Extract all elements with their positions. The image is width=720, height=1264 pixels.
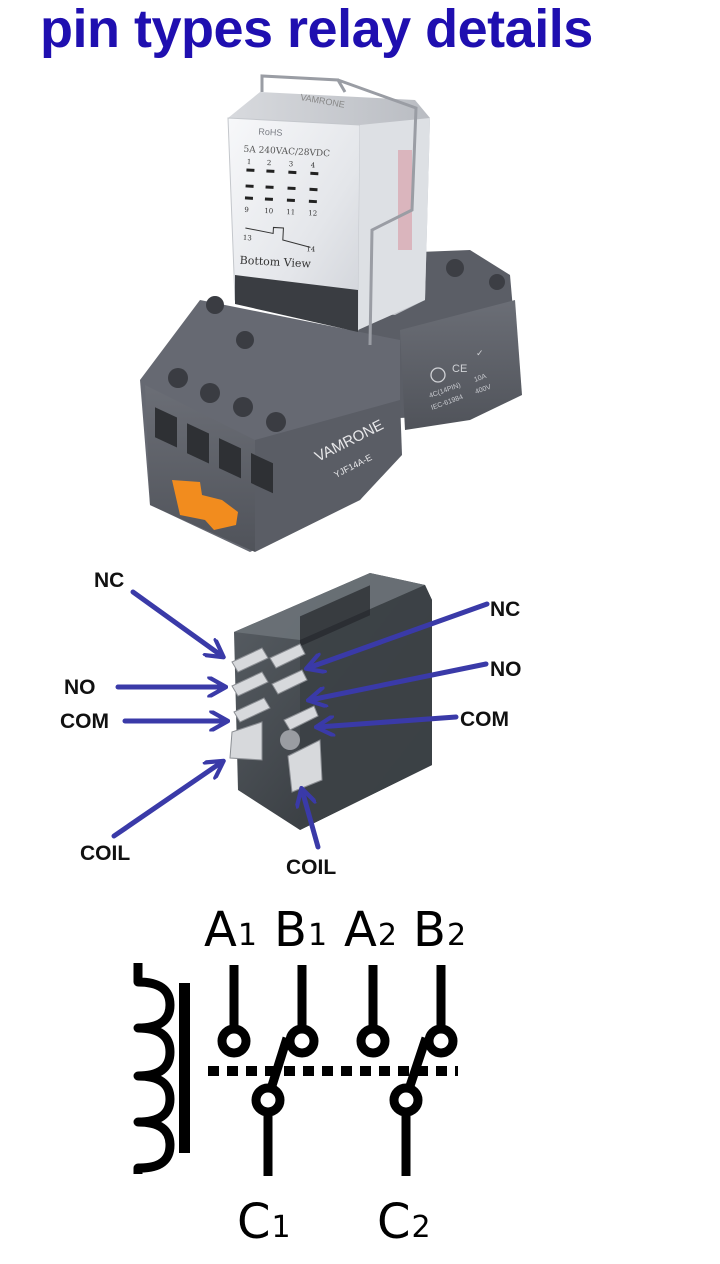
contact-a2	[356, 1024, 390, 1058]
terminal-label-c2: C2	[377, 1194, 431, 1250]
arrow-coil-right	[302, 790, 321, 850]
relay-schematic: A1 B1 A2 B2 C1 C2	[133, 902, 466, 1250]
contact-c1	[251, 1083, 285, 1117]
socket-terminal	[251, 453, 273, 494]
relay-indicator	[398, 150, 412, 250]
pin-number: 12	[308, 209, 317, 217]
pin-number: 2	[267, 159, 272, 167]
schematic-top-labels: A1 B1 A2 B2 C1 C2	[204, 902, 466, 1250]
socket-screw-hole	[168, 368, 188, 388]
relay-coil-core	[280, 730, 300, 750]
coil-symbol	[133, 963, 175, 1174]
relay-terminals	[229, 643, 323, 793]
terminal-no-right	[271, 669, 308, 695]
contact-c2	[389, 1083, 423, 1117]
terminal-no-left	[231, 671, 269, 697]
contact-b2	[424, 1024, 458, 1058]
terminal-label-a1: A1	[204, 902, 257, 958]
pin-number: 14	[306, 245, 316, 253]
relay-pinout-figure: NC NO COM COIL NC NO COM COIL	[60, 569, 522, 879]
label-no-left: NO	[64, 676, 96, 699]
switch-arm-1	[265, 1036, 292, 1094]
terminal-com-left	[233, 697, 271, 723]
relay-rating: 5A 240VAC/28VDC	[243, 145, 330, 160]
arrow-nc-left	[130, 589, 222, 656]
terminal-label-b1: B1	[274, 902, 327, 958]
socket-screw-hole	[446, 259, 464, 277]
contact-b1	[285, 1024, 319, 1058]
socket-spec-3: 10A	[473, 373, 487, 384]
terminal-coil-right	[287, 739, 323, 793]
socket-screw-hole	[206, 296, 224, 314]
socket-screw-hole	[266, 412, 286, 432]
label-coil-left: COIL	[80, 842, 130, 865]
relay-internal-mechanism	[300, 585, 370, 647]
contact-set	[217, 965, 458, 1176]
rohs-check-icon: ✓	[476, 348, 484, 358]
socket-terminal	[155, 407, 177, 448]
arrow-no-right	[310, 661, 489, 700]
terminal-coil-left	[229, 721, 263, 761]
socket-screw-hole	[233, 397, 253, 417]
ccc-mark-icon	[430, 367, 446, 383]
pin-number: 9	[244, 206, 249, 214]
pin-number: 4	[311, 161, 316, 169]
pin-number: 13	[243, 234, 252, 242]
relay-bottom-view-label: Bottom View	[239, 254, 311, 271]
arrow-coil-left	[111, 762, 222, 839]
terminal-label-a2: A2	[344, 902, 397, 958]
relay-base	[235, 275, 358, 332]
terminal-label-c1: C1	[237, 1194, 291, 1250]
retainer-clip	[260, 74, 418, 346]
pin-number: 3	[289, 160, 294, 168]
pin-number: 10	[264, 207, 273, 215]
ce-mark-icon: CE	[452, 363, 467, 375]
socket-rear-face	[400, 300, 522, 430]
pinout-arrows	[111, 589, 490, 850]
socket-terminal	[187, 423, 209, 464]
switch-arm-2	[403, 1036, 431, 1094]
label-com-right: COM	[460, 708, 509, 731]
arrow-nc-right	[308, 601, 490, 668]
din-rail-clip	[172, 480, 238, 530]
relay-product-photo: RoHS 5A 240VAC/28VDC 1 2 3 4 9 10 11 12 …	[140, 74, 522, 552]
relay-face-print: RoHS 5A 240VAC/28VDC 1 2 3 4 9 10 11 12 …	[239, 127, 330, 271]
label-com-left: COM	[60, 710, 109, 733]
terminal-nc-left	[231, 647, 269, 673]
coil-core-bar	[179, 983, 190, 1153]
pin-number: 1	[247, 158, 252, 166]
label-nc-left: NC	[94, 569, 124, 592]
page-title: pin types relay details	[40, 0, 593, 59]
relay-side	[300, 585, 432, 830]
label-nc-right: NC	[490, 598, 520, 621]
label-coil-right: COIL	[286, 856, 336, 879]
socket-terminal	[219, 438, 241, 479]
socket-screw-hole	[200, 383, 220, 403]
pin-number: 11	[286, 208, 295, 216]
relay-cover-right	[358, 118, 430, 330]
contact-a1	[217, 1024, 251, 1058]
relay-rohs: RoHS	[258, 127, 283, 138]
socket-screw-hole	[236, 331, 254, 349]
socket-side-face	[255, 400, 402, 552]
terminal-label-b2: B2	[413, 902, 466, 958]
label-no-right: NO	[490, 658, 522, 681]
socket-screw-hole	[489, 274, 505, 290]
arrow-com-right	[318, 714, 459, 727]
